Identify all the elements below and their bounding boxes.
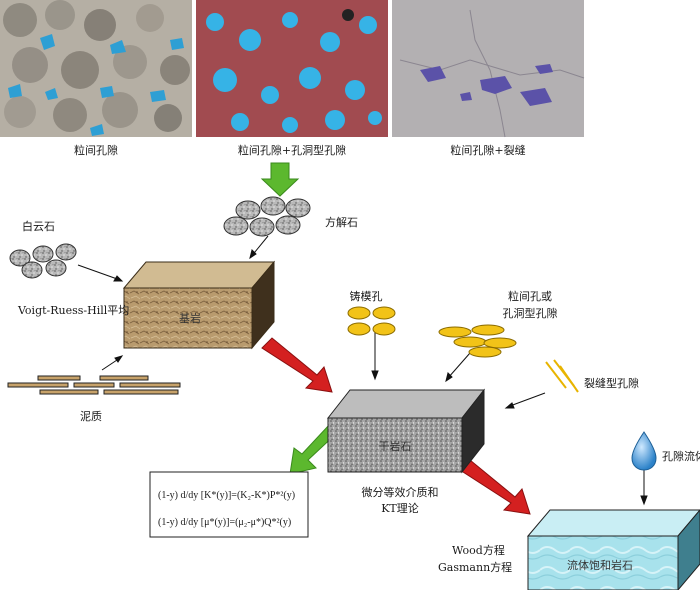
fracture-label: 裂缝型孔隙 [584,376,639,390]
photo2-vug [342,9,354,21]
vuggy-label: 孔洞型孔隙 [503,306,558,320]
red-arrow-to-saturated [459,459,531,515]
moldic-label: 铸模孔 [350,289,383,303]
saturated-rock-block [526,509,700,590]
photo3-caption: 粒间孔隙+裂缝 [450,143,525,157]
photo1-pores [8,34,184,136]
dem-kt-label-line2: KT理论 [381,501,419,515]
moldic-pore-shapes [347,306,396,336]
calcite-grains [223,196,311,237]
matrix-label: 基岩 [179,311,201,325]
fracture-pore-shapes [545,359,579,393]
intergranular-label: 粒间孔或 [508,289,552,303]
clay-label: 泥质 [80,410,102,423]
dry-rock-label: 干岩石 [379,439,412,453]
dolomite-label: 白云石 [22,219,55,233]
vrh-label: Voigt-Ruess-Hill平均 [17,304,129,317]
dry-rock-block [326,388,486,474]
intergranular-pore-shapes [438,324,517,358]
photo2-pores [206,12,382,133]
dem-kt-label-line1: 微分等效介质和 [362,485,439,499]
gassmann-equation-label: Gasmann方程 [438,560,512,574]
thin-section-photo-1 [0,0,192,137]
red-arrow-to-dry-rock [261,337,333,393]
clay-layers [7,375,181,395]
photo2-caption: 粒间孔隙+孔洞型孔隙 [238,143,346,157]
photo3-pores [420,64,553,106]
equations-box: (1-y) d/dy [K*(y)]=(K₂-K*)P*²(y) (1-y) d… [149,471,309,538]
photo1-caption: 粒间孔隙 [74,143,118,157]
photo1-grains [3,0,190,132]
matrix-block [122,260,276,350]
equation-bulk-modulus: (1-y) d/dy [K*(y)]=(K₂-K*)P*²(y) [158,490,295,501]
saturated-rock-label: 流体饱和岩石 [567,558,633,572]
calcite-label: 方解石 [325,215,358,229]
pore-fluid-label: 孔隙流体 [662,449,700,463]
pore-fluid-drop-icon [631,431,657,471]
pointer-arrows [77,235,648,506]
thin-section-photo-3 [392,0,585,138]
equation-shear-modulus: (1-y) d/dy [μ*(y)]=(μ₂-μ*)Q*²(y) [158,517,291,528]
thin-section-photo-2 [196,0,388,137]
wood-equation-label: Wood方程 [452,543,505,557]
green-down-arrow [260,162,300,197]
dolomite-grains [9,243,77,279]
